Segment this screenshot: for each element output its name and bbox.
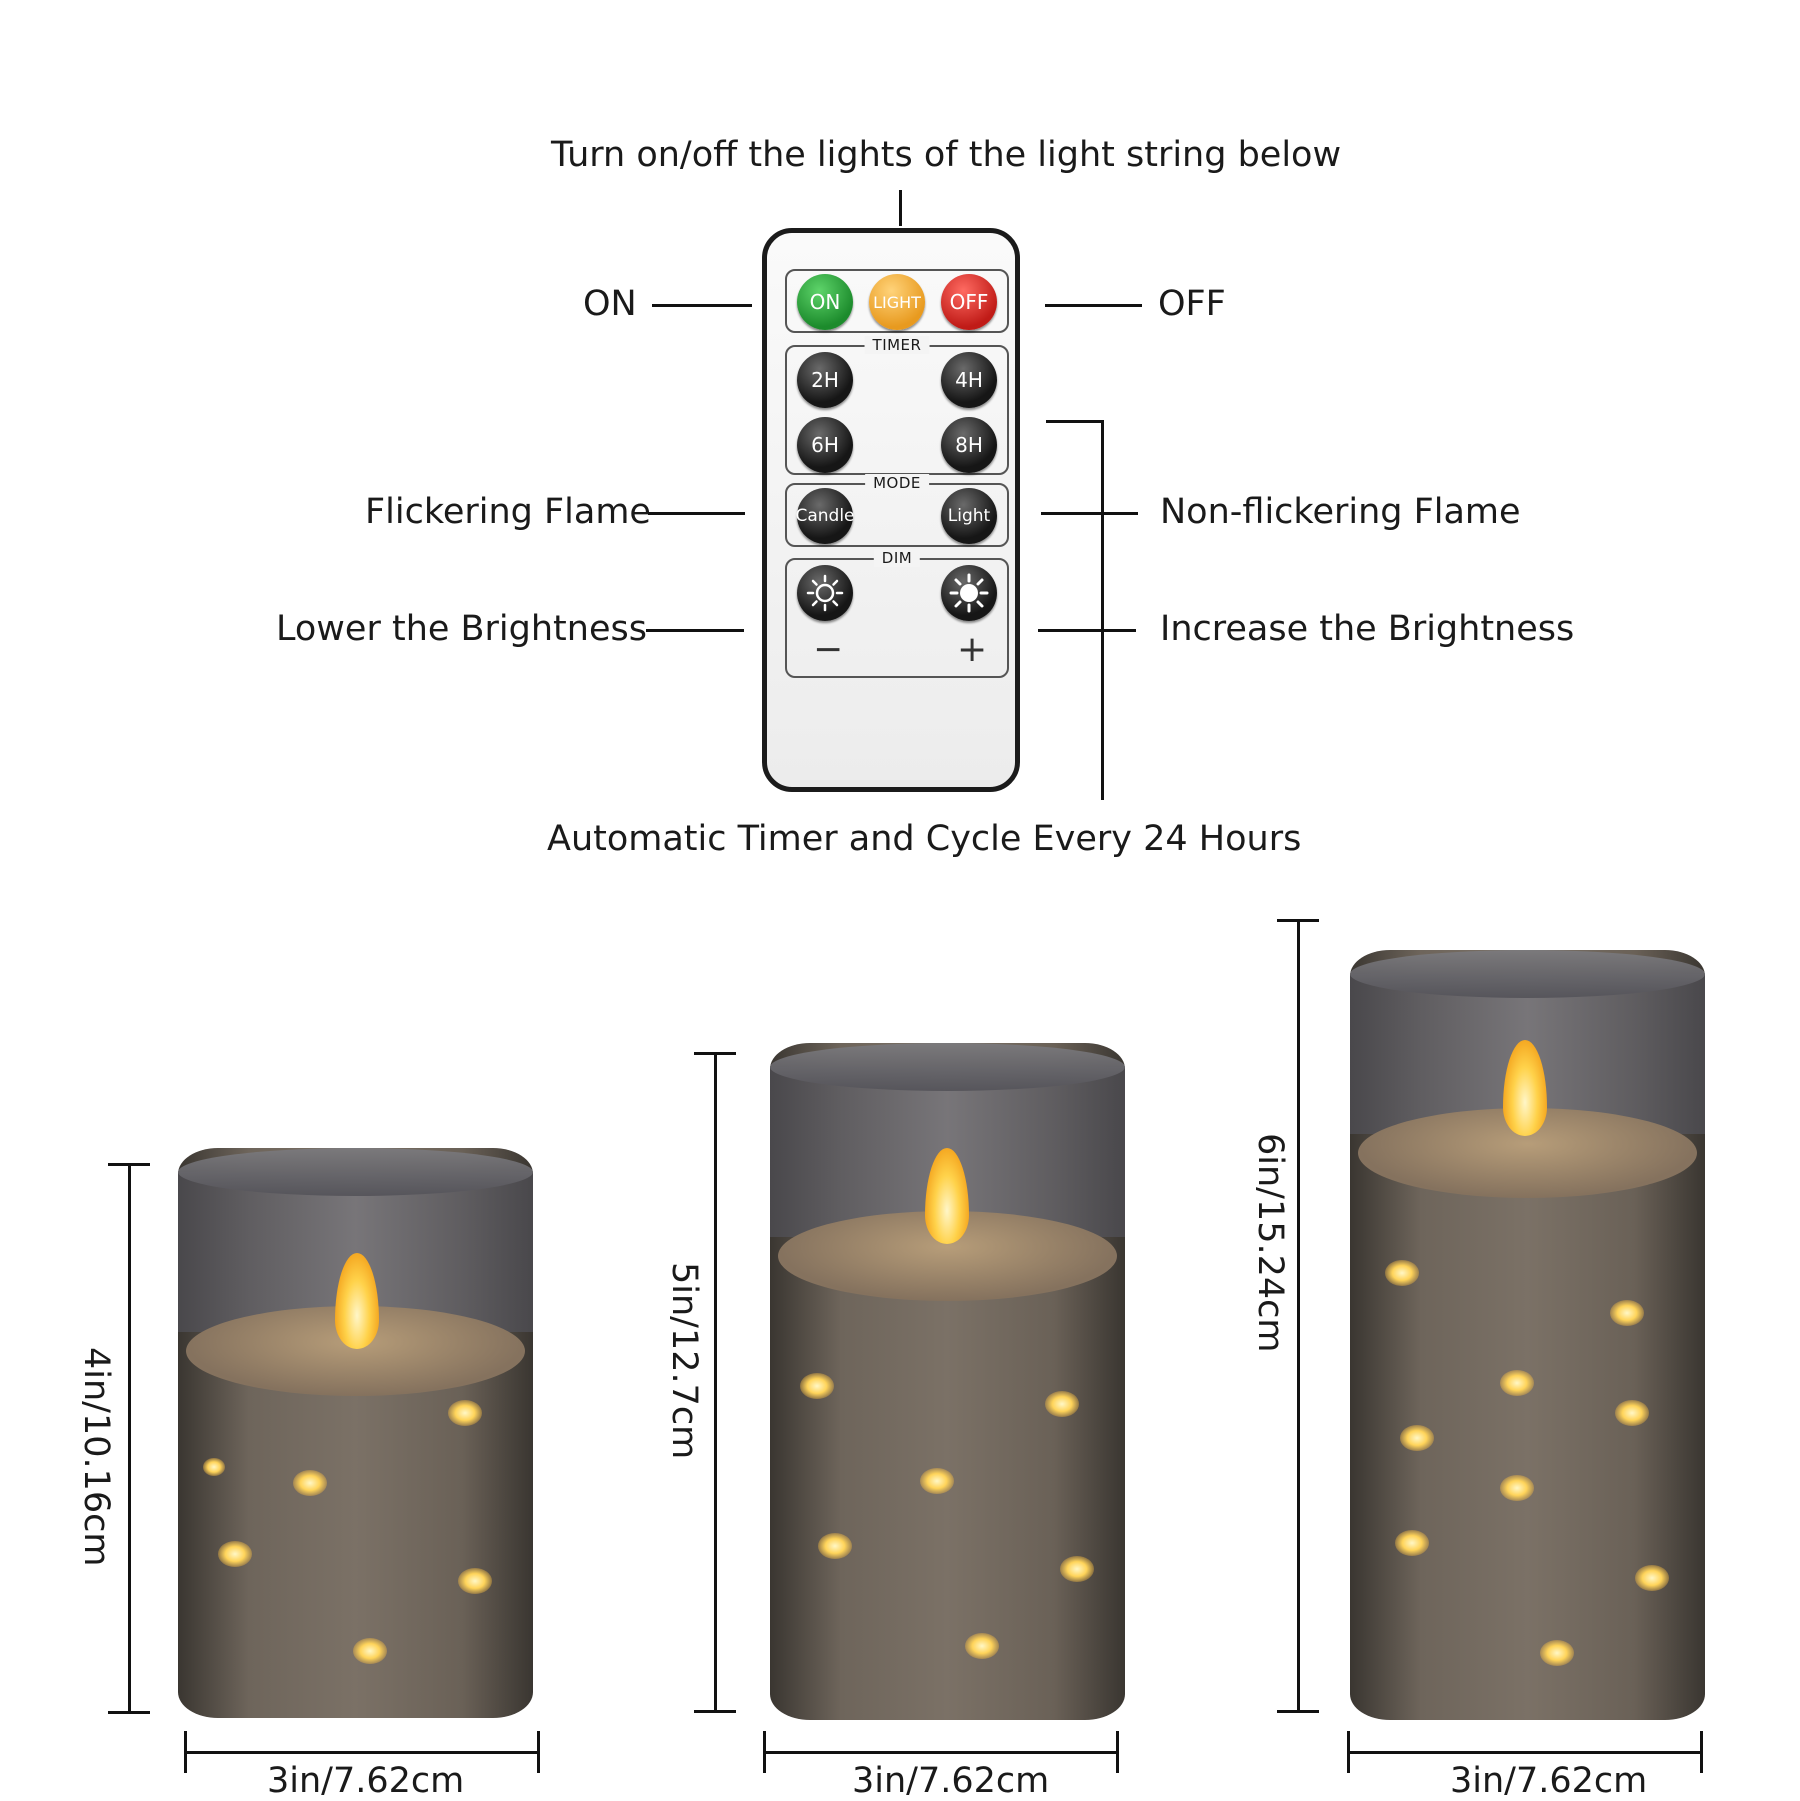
sun-outline-icon — [806, 574, 844, 612]
flicker-leader — [648, 512, 745, 515]
dim-minus-symbol: − — [813, 629, 844, 670]
dim-up-button[interactable] — [941, 565, 997, 621]
timer-leader-h — [1046, 420, 1101, 423]
candle2-width-label: 3in/7.62cm — [852, 1761, 1050, 1801]
candle3-height-label: 6in/15.24cm — [1250, 1133, 1290, 1353]
off-callout: OFF — [1158, 284, 1226, 324]
candle3-width-cap-left — [1347, 1731, 1350, 1773]
timer-leader-v — [1101, 420, 1104, 800]
mode-group: MODE Candle Light — [785, 474, 1009, 547]
remote-control: ON LIGHT OFF TIMER 2H 4H 6H 8H MODE Cand… — [762, 228, 1020, 792]
candle1-width-label: 3in/7.62cm — [267, 1761, 465, 1801]
non-flicker-callout: Non-flickering Flame — [1160, 492, 1521, 532]
candle-medium — [770, 1043, 1125, 1720]
top-callout: Turn on/off the lights of the light stri… — [551, 135, 1342, 175]
flicker-callout: Flickering Flame — [365, 492, 651, 532]
candle2-height-cap-bottom — [694, 1710, 736, 1713]
candle3-width-bar — [1349, 1751, 1703, 1754]
candle2-width-cap-left — [763, 1731, 766, 1773]
timer-4h-button[interactable]: 4H — [941, 352, 997, 408]
candle1-width-bar — [186, 1751, 540, 1754]
candle1-height-label: 4in/10.16cm — [76, 1347, 116, 1567]
light-button[interactable]: LIGHT — [869, 274, 925, 330]
increase-leader — [1038, 629, 1136, 632]
candle2-width-bar — [765, 1751, 1119, 1754]
candle1-height-cap-bottom — [108, 1711, 150, 1714]
off-leader — [1045, 304, 1142, 307]
candle-small — [178, 1148, 533, 1718]
power-group: ON LIGHT OFF — [785, 269, 1009, 333]
off-button[interactable]: OFF — [941, 274, 997, 330]
on-button[interactable]: ON — [797, 274, 853, 330]
timer-8h-button[interactable]: 8H — [941, 417, 997, 473]
sun-filled-icon — [949, 573, 989, 613]
timer-title: TIMER — [864, 336, 930, 354]
timer-2h-button[interactable]: 2H — [797, 352, 853, 408]
light-mode-button[interactable]: Light — [941, 488, 997, 544]
dim-group: DIM − — [785, 549, 1009, 678]
timer-group: TIMER 2H 4H 6H 8H — [785, 336, 1009, 475]
candle2-height-label: 5in/12.7cm — [664, 1262, 704, 1460]
lower-leader — [646, 629, 744, 632]
candle2-height-bar — [714, 1052, 717, 1712]
non-flicker-leader — [1041, 512, 1138, 515]
candle2-width-cap-right — [1116, 1731, 1119, 1773]
timer-6h-button[interactable]: 6H — [797, 417, 853, 473]
on-callout: ON — [583, 284, 637, 324]
top-leader — [899, 190, 902, 226]
candle3-width-label: 3in/7.62cm — [1450, 1761, 1648, 1801]
on-leader — [652, 304, 752, 307]
candle1-width-cap-left — [184, 1731, 187, 1773]
timer-callout: Automatic Timer and Cycle Every 24 Hours — [547, 819, 1302, 859]
dim-down-button[interactable] — [797, 565, 853, 621]
dim-title: DIM — [873, 549, 921, 567]
dim-plus-symbol: + — [957, 629, 988, 670]
candle1-height-bar — [128, 1163, 131, 1713]
mode-title: MODE — [865, 474, 929, 492]
candle3-height-cap-bottom — [1277, 1710, 1319, 1713]
candle3-height-bar — [1297, 919, 1300, 1712]
candle-mode-button[interactable]: Candle — [795, 488, 855, 544]
increase-callout: Increase the Brightness — [1160, 609, 1575, 649]
lower-callout: Lower the Brightness — [276, 609, 647, 649]
candle1-width-cap-right — [537, 1731, 540, 1773]
candle3-width-cap-right — [1700, 1731, 1703, 1773]
